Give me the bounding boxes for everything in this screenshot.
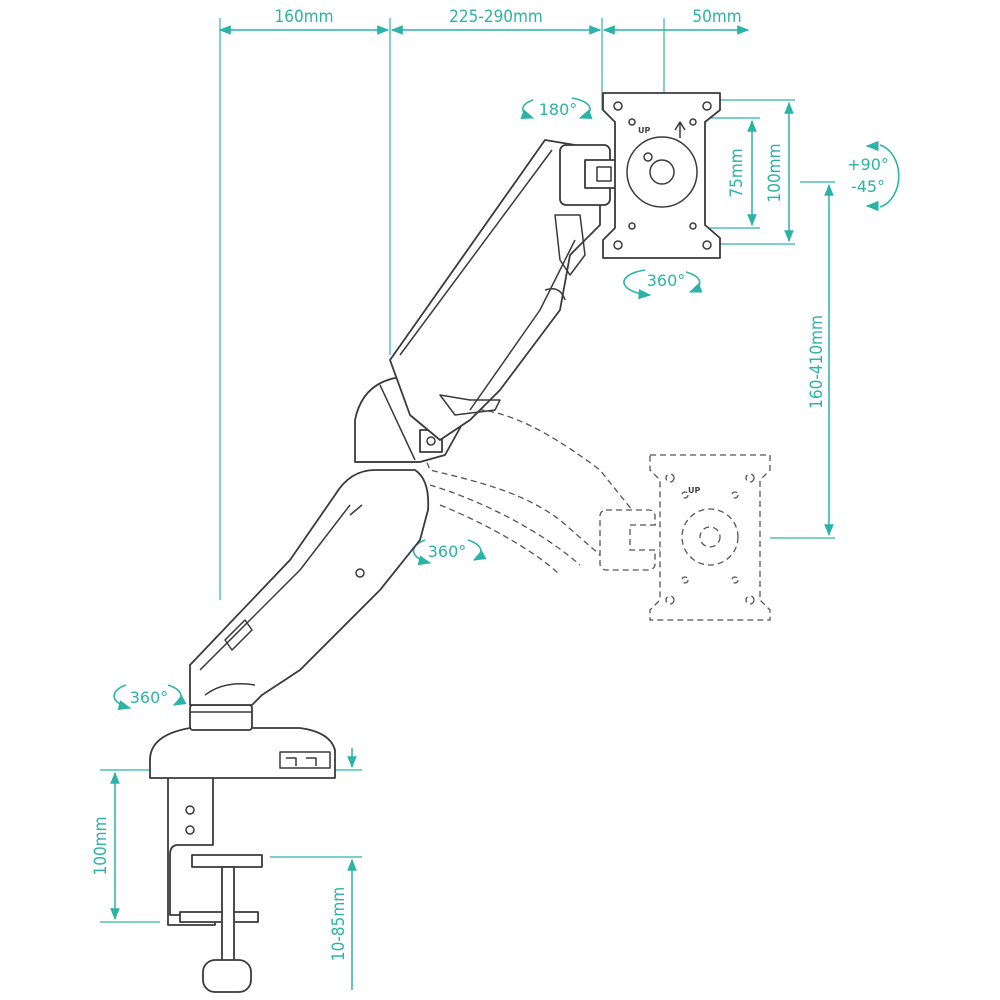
vesa-large-dimension-label: 100mm [765, 144, 785, 203]
lowered-vesa-plate-ghost: UP [649, 454, 771, 621]
plate-rotation-label: 360° [647, 271, 686, 290]
head-swivel-label: 180° [539, 100, 578, 119]
tilt-head [559, 144, 622, 206]
dimension-lines [100, 18, 835, 990]
base-rotation-label: 360° [130, 688, 169, 707]
tilt-down-label: -45° [851, 177, 885, 196]
arm-reach-dimension-label: 225-290mm [449, 7, 543, 27]
lower-plate-up-marking: UP [688, 486, 700, 495]
upper-vesa-plate: UP [602, 92, 721, 259]
elbow-rotation-indicator: 360° [412, 539, 487, 566]
tilt-up-label: +90° [847, 155, 889, 174]
elbow-rotation-label: 360° [428, 542, 467, 561]
arm-base-dimension-label: 160mm [275, 7, 334, 27]
tilt-rotation-indicator: +90° -45° [847, 140, 900, 212]
height-range-dimension-label: 160-410mm [807, 315, 827, 409]
lower-arm [189, 469, 430, 706]
plate-offset-dimension-label: 50mm [692, 7, 741, 27]
clamp-height-dimension-label: 100mm [91, 817, 111, 876]
desk-clamp [167, 771, 263, 993]
arm-base [149, 704, 336, 779]
lowered-arm-ghost [409, 407, 666, 576]
base-rotation-indicator: 360° [113, 684, 187, 711]
upper-plate-up-marking: UP [638, 126, 650, 135]
vesa-small-dimension-label: 75mm [727, 148, 747, 197]
plate-rotation-indicator: 360° [623, 269, 703, 300]
desk-thickness-dimension-label: 10-85mm [329, 887, 349, 961]
head-swivel-rotation-indicator: 180° [520, 97, 593, 119]
